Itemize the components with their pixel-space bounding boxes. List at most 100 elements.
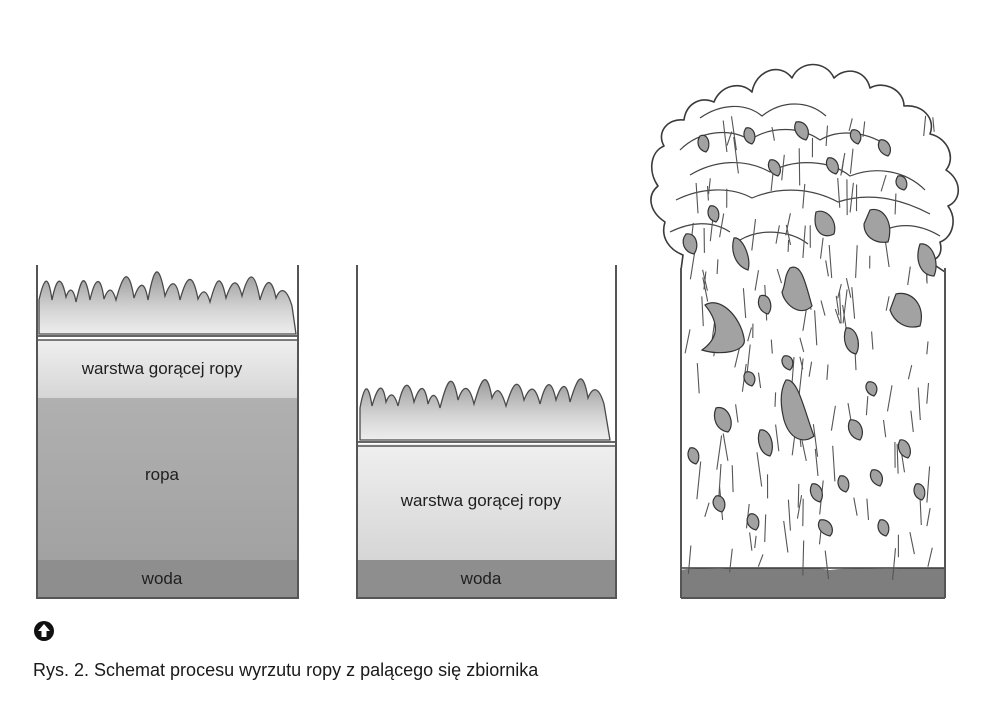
spray-streak [716,435,723,470]
spray-streak [742,288,747,319]
hot-oil-label: warstwa gorącej ropy [81,359,243,378]
spray-streak [866,498,870,520]
water-layer [37,560,298,598]
spray-streak [775,424,780,452]
spray-streak [722,120,728,153]
spray-streak [754,270,760,291]
hot-oil-label: warstwa gorącej ropy [400,491,562,510]
spray-streak [796,495,803,519]
flames [359,378,611,441]
spray-streak [886,385,893,412]
spray-streak [824,550,830,580]
spray-streak [722,433,729,461]
arrow-up-circle-icon [34,621,54,641]
figure-caption: Rys. 2. Schemat procesu wyrzutu ropy z p… [33,660,539,680]
spray-streak [819,237,824,259]
spray-streak [696,461,702,500]
spray-streak [909,531,915,555]
debris-chunks [682,121,937,537]
spray-streak [834,308,841,324]
spray-streak [718,463,722,500]
spray-streak [837,283,842,299]
spray-streak [734,347,741,368]
spray-streak [828,244,833,279]
spray-streak [687,545,692,574]
spray-streak [799,356,804,370]
hot-oil-layer [37,340,298,398]
spray-streak [708,178,711,195]
spray-streak [751,219,757,251]
water-layer [357,560,616,598]
spray-streak [820,300,826,316]
spray-streak [812,424,819,457]
spray-streak [907,266,911,286]
spray-streak [814,448,819,476]
spray-streak [910,410,914,433]
spray-streak [706,185,709,201]
spray-streak [862,121,866,137]
spray-streak [776,268,783,284]
spray-streak [757,554,764,567]
boilover-diagram: warstwa gorącej ropy ropa woda warstwa g… [36,63,960,599]
spray-streak [747,327,753,342]
spray-streak [871,331,874,350]
spray-streak [926,508,931,527]
water-layer [681,566,945,598]
spray-streak [756,452,763,487]
spray-streak [932,117,935,132]
spray-streak [802,540,805,576]
spray-streak [917,387,921,421]
spray-streak [851,287,856,319]
spray-streak [927,547,933,567]
spray-streak [787,499,791,531]
spray-streak [754,535,757,549]
spray-streak [926,341,929,355]
spray-streak [801,439,807,462]
spray-streak [770,339,773,354]
spray-streak [726,131,733,146]
spray-streak [826,364,829,380]
spray-streak [814,310,818,346]
spray-streak [764,514,767,543]
spray-streak [695,182,699,214]
spray-streak [802,183,806,209]
spray-streak [855,245,858,278]
spray-streak [719,213,725,238]
spray-streak [818,529,822,545]
spray-streak [832,445,836,482]
spray-streak [845,277,852,298]
spray-streak [885,296,890,311]
spray-streak [837,178,841,208]
spray-streak [799,337,805,353]
oil-label: ropa [145,465,180,484]
spray-streak [785,224,792,246]
spray-streak [787,239,790,252]
spray-streak [774,392,777,407]
spray-streak [830,405,836,431]
spray-streak [848,118,853,132]
spray-streak [729,548,733,573]
spray-streak [785,213,791,236]
spray-streak [730,116,737,151]
spray-streak [731,465,734,493]
spray-streak [716,259,719,275]
spray-streak [701,296,704,327]
spray-streak [702,277,709,302]
spray-streak [808,361,813,377]
spray-streak [749,532,753,551]
spray-streak [781,154,785,181]
flames [38,271,297,335]
spray-streak [775,225,780,244]
spray-streak [907,364,913,380]
spray-streak [783,520,789,553]
spray-streak [923,115,927,137]
spray-streak [842,289,848,324]
spray-streak [849,148,854,174]
spray-streak [757,372,762,389]
spray-streak [825,260,829,277]
spray-streak [704,502,710,517]
spray-streak [733,136,739,174]
spray-streak [802,308,807,331]
spray-streak [841,158,845,174]
oil-layer [37,398,298,560]
